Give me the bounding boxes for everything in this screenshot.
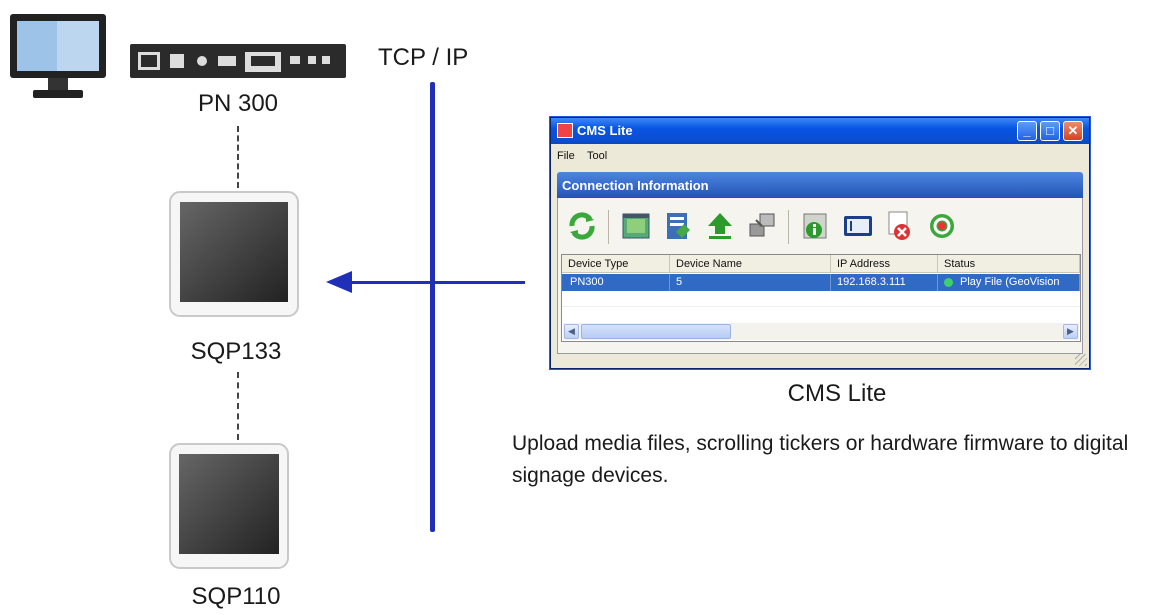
menu-file[interactable]: File: [557, 150, 575, 162]
pn300-label: PN 300: [197, 90, 279, 117]
cms-lite-window: CMS Lite _ □ ✕ File Tool Connection Info…: [550, 117, 1090, 369]
app-icon: [557, 123, 573, 138]
connection-info-header: Connection Information: [557, 172, 1083, 198]
scroll-right-button[interactable]: ▶: [1063, 324, 1078, 339]
sqp110-panel-icon: [168, 442, 290, 570]
resize-grip-icon[interactable]: [1075, 354, 1087, 366]
status-online-icon: [944, 278, 953, 287]
refresh-icon[interactable]: [566, 210, 598, 242]
scroll-left-button[interactable]: ◀: [564, 324, 579, 339]
toolbar-separator: [608, 210, 609, 244]
arrow-left-icon: [326, 271, 352, 293]
column-header[interactable]: Device Type: [562, 255, 670, 273]
reboot-icon[interactable]: [926, 210, 958, 242]
sqp133-panel-icon: [168, 190, 300, 318]
scroll-thumb[interactable]: [581, 324, 731, 339]
column-header[interactable]: Device Name: [670, 255, 831, 273]
cell-status: Play File (GeoVision: [938, 274, 1080, 291]
menu-bar: File Tool: [551, 145, 1089, 167]
connection-info-panel: Device Type Device Name IP Address Statu…: [557, 198, 1083, 354]
pn300-box-icon: [130, 40, 346, 82]
close-button[interactable]: ✕: [1063, 121, 1083, 141]
menu-tool[interactable]: Tool: [587, 150, 608, 162]
delete-icon[interactable]: [884, 210, 916, 242]
window-title: CMS Lite: [577, 123, 633, 138]
screen-icon[interactable]: [842, 210, 874, 242]
sqp110-label: SQP110: [191, 583, 281, 610]
tcp-ip-label: TCP / IP: [378, 44, 469, 71]
info-icon[interactable]: [800, 210, 832, 242]
column-header[interactable]: Status: [938, 255, 1080, 273]
ticker-icon[interactable]: [662, 210, 694, 242]
sqp133-label: SQP133: [190, 338, 282, 365]
pc-monitor-icon: [8, 12, 108, 102]
cell-device-type: PN300: [562, 274, 670, 291]
panel-title: Connection Information: [562, 178, 709, 193]
cell-device-name: 5: [670, 274, 831, 291]
empty-row: [562, 292, 1080, 307]
network-icon[interactable]: [746, 210, 778, 242]
cms-lite-caption: CMS Lite: [787, 380, 887, 407]
dashed-connector-bottom: [237, 372, 239, 440]
status-text: Play File (GeoVision: [960, 276, 1060, 288]
table-row[interactable]: PN300 5 192.168.3.111 Play File (GeoVisi…: [562, 274, 1080, 291]
upload-icon[interactable]: [704, 210, 736, 242]
cell-ip-address: 192.168.3.111: [831, 274, 938, 291]
toolbar-separator: [788, 210, 789, 244]
column-header[interactable]: IP Address: [831, 255, 938, 273]
image-icon[interactable]: [620, 210, 652, 242]
device-table: Device Type Device Name IP Address Statu…: [561, 254, 1081, 342]
description-text: Upload media files, scrolling tickers or…: [512, 432, 1129, 487]
maximize-button[interactable]: □: [1040, 121, 1060, 141]
horizontal-scrollbar[interactable]: ◀ ▶: [563, 323, 1079, 340]
title-bar[interactable]: CMS Lite _ □ ✕: [551, 118, 1089, 144]
arrow-line: [348, 281, 525, 284]
dashed-connector-top: [237, 126, 239, 188]
minimize-button[interactable]: _: [1017, 121, 1037, 141]
network-line: [430, 82, 435, 532]
